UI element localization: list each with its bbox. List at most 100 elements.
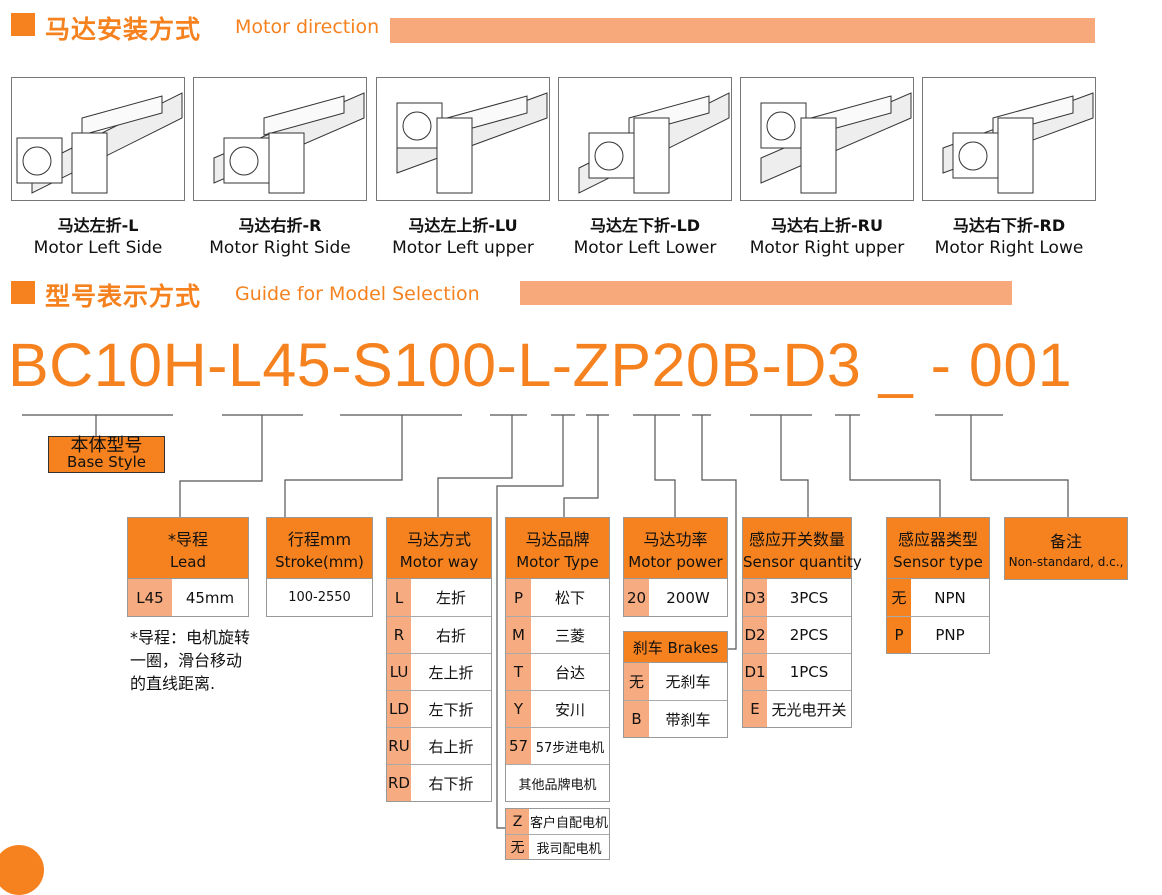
option-value: 无刹车	[665, 673, 711, 691]
option-code: R	[387, 617, 411, 653]
direction-caption: 马达左下折-LD Motor Left Lower	[550, 212, 740, 258]
header-en: Lead	[169, 552, 207, 571]
direction-caption: 马达右折-R Motor Right Side	[185, 212, 375, 258]
option-code: D1	[743, 654, 767, 690]
option-value: 台达	[554, 663, 585, 682]
notes-header: 备注 Non-standard, d.c.,	[1005, 518, 1127, 579]
option-code: B	[624, 701, 649, 737]
option-code: 无	[624, 663, 649, 700]
option-code: T	[506, 654, 531, 690]
header-cn: 马达功率	[643, 529, 708, 549]
header-en: Sensor quantity	[743, 552, 862, 571]
direction-image-2	[376, 77, 550, 201]
section-title-motor-direction: 马达安装方式	[45, 15, 202, 44]
linear-module-drawing-icon	[578, 92, 730, 194]
option-code: D2	[743, 617, 767, 653]
header-en: Motor way	[399, 552, 479, 571]
option-value: 松下	[554, 589, 585, 607]
option-code: 无	[506, 835, 529, 859]
base-style-en: Base Style	[67, 453, 146, 471]
direction-image-4	[740, 77, 914, 201]
option-code: E	[743, 691, 767, 727]
table-row: 100-2550	[267, 579, 372, 616]
linear-module-drawing-icon	[16, 92, 183, 194]
option-code: D3	[743, 579, 767, 616]
option-code: Z	[506, 809, 529, 834]
direction-label-en: Motor Right upper	[749, 238, 905, 258]
direction-caption: 马达左折-L Motor Left Side	[3, 212, 193, 258]
direction-caption: 马达右上折-RU Motor Right upper	[732, 212, 922, 258]
table-row: 20 200W	[624, 579, 727, 616]
option-value: 三菱	[554, 626, 585, 645]
base-style-cn: 本体型号	[70, 435, 143, 456]
header-cn: 行程mm	[287, 529, 352, 549]
linear-module-drawing-icon	[760, 92, 912, 194]
base-style-box: 本体型号 Base Style	[48, 436, 165, 473]
option-code: 57	[506, 728, 531, 764]
option-value: NPN	[934, 588, 966, 607]
page-corner-decoration	[0, 845, 44, 895]
table-row: T 台达	[506, 653, 609, 690]
option-value: 2PCS	[789, 626, 829, 644]
direction-image-1	[193, 77, 367, 201]
section-bar	[390, 18, 1095, 43]
option-code: LU	[387, 654, 411, 690]
option-code: RD	[387, 765, 411, 801]
option-code: Y	[506, 691, 531, 727]
motor_type-header: 马达品牌 Motor Type	[506, 518, 609, 579]
header-cn: 感应器类型	[897, 529, 978, 549]
direction-image-3	[558, 77, 732, 201]
linear-module-drawing-icon	[396, 92, 548, 194]
header-cn: 感应开关数量	[748, 529, 845, 549]
option-value: 100-2550	[288, 590, 351, 605]
header-cn: 备注	[1049, 532, 1082, 551]
option-code: P	[506, 579, 531, 616]
option-value: 57步进电机	[535, 740, 605, 756]
connector-lines	[22, 414, 1069, 829]
linear-module-drawing-icon	[213, 92, 365, 194]
section-marker	[11, 13, 35, 36]
stroke-table: 行程mm Stroke(mm)100-2550	[266, 517, 373, 617]
table-row: P PNP	[887, 616, 989, 653]
header-en: Motor Type	[516, 552, 599, 571]
option-value: PNP	[935, 626, 965, 644]
option-value: 右上折	[428, 737, 474, 756]
option-code: P	[887, 617, 911, 653]
table-row: 其他品牌电机	[506, 764, 609, 801]
header-en: Sensor type	[893, 552, 983, 571]
option-code: 20	[624, 579, 649, 616]
table-row: P 松下	[506, 579, 609, 616]
direction-label-en: Motor Right Side	[209, 238, 351, 258]
option-code: LD	[387, 691, 411, 727]
table-row: 无无刹车	[624, 663, 727, 700]
option-code: M	[506, 617, 531, 653]
option-value: 其他品牌电机	[518, 777, 597, 793]
direction-label-cn: 马达左上折-LU	[408, 216, 518, 235]
notes-table: 备注 Non-standard, d.c.,	[1004, 517, 1128, 580]
direction-label-en: Motor Left upper	[392, 238, 534, 258]
option-value: 200W	[666, 588, 710, 607]
option-value: 3PCS	[789, 588, 829, 607]
section-bar	[520, 281, 1012, 305]
direction-image-0	[11, 77, 185, 201]
option-value: 无光电开关	[771, 700, 847, 719]
direction-label-cn: 马达左折-L	[57, 216, 139, 235]
section-title-model-guide: 型号表示方式	[45, 282, 202, 311]
option-value: 右折	[435, 626, 466, 645]
option-value: 1PCS	[789, 663, 829, 681]
table-row: D2 2PCS	[743, 616, 851, 653]
